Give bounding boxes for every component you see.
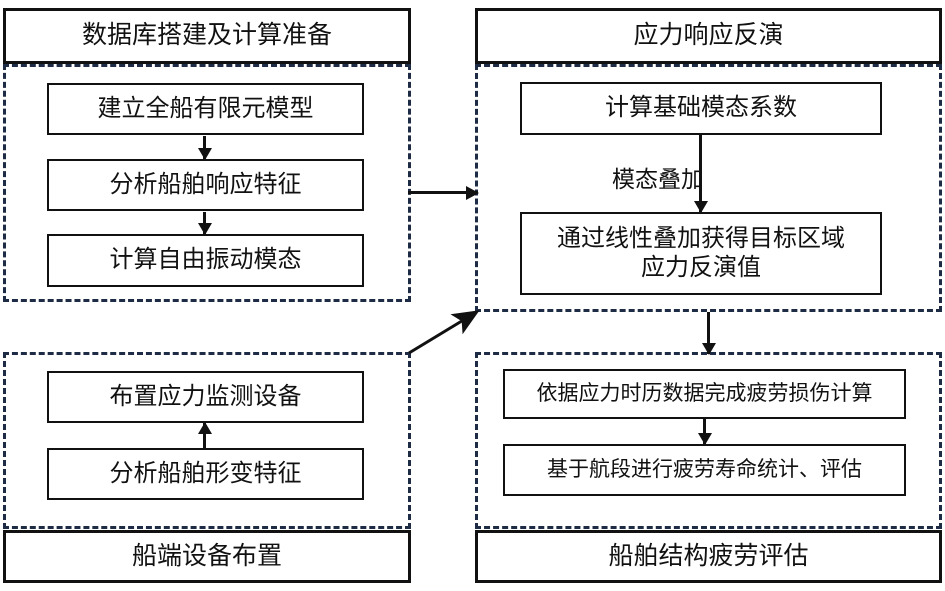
step-box-analyze-ship-deformation[interactable]: 分析船舶形变特征 — [47, 448, 364, 500]
edge-label-modal-superposition: 模态叠加 — [612, 167, 704, 192]
arrow-modal-superposition — [699, 135, 702, 212]
step-box-build-fe-model[interactable]: 建立全船有限元模型 — [47, 83, 364, 135]
group-region-database-setup — [3, 64, 411, 302]
step-line-1: 通过线性叠加获得目标区域 — [557, 225, 845, 252]
step-box-linear-superposition-stress[interactable]: 通过线性叠加获得目标区域 应力反演值 — [520, 212, 882, 295]
step-box-fatigue-life-statistics[interactable]: 基于航段进行疲劳寿命统计、评估 — [503, 444, 906, 496]
connector-inversion-to-fatigue — [707, 312, 710, 354]
group-region-shipboard-equipment-layout — [3, 352, 411, 529]
quadrant-header-stress-response-inversion: 应力响应反演 — [475, 8, 942, 64]
arrow-analyze-to-modes — [203, 212, 206, 234]
arrow-damage-to-life — [703, 419, 706, 444]
quadrant-header-shipboard-equipment-layout: 船端设备布置 — [3, 530, 411, 583]
step-box-analyze-ship-response[interactable]: 分析船舶响应特征 — [47, 159, 364, 211]
step-line-2: 应力反演值 — [641, 254, 761, 281]
arrow-deform-to-deploy — [203, 423, 206, 448]
connector-setup-to-inversion — [408, 191, 478, 194]
step-box-basic-modal-coefficients[interactable]: 计算基础模态系数 — [520, 82, 882, 135]
arrow-build-to-analyze — [203, 136, 206, 159]
step-box-free-vibration-modes[interactable]: 计算自由振动模态 — [47, 234, 364, 287]
quadrant-header-database-setup: 数据库搭建及计算准备 — [3, 8, 411, 64]
step-box-deploy-stress-monitoring[interactable]: 布置应力监测设备 — [47, 371, 364, 423]
connector-equipment-to-inversion-line — [408, 310, 480, 355]
step-box-fatigue-damage-calculation[interactable]: 依据应力时历数据完成疲劳损伤计算 — [503, 369, 906, 419]
quadrant-header-ship-structure-fatigue-assessment: 船舶结构疲劳评估 — [475, 530, 942, 583]
